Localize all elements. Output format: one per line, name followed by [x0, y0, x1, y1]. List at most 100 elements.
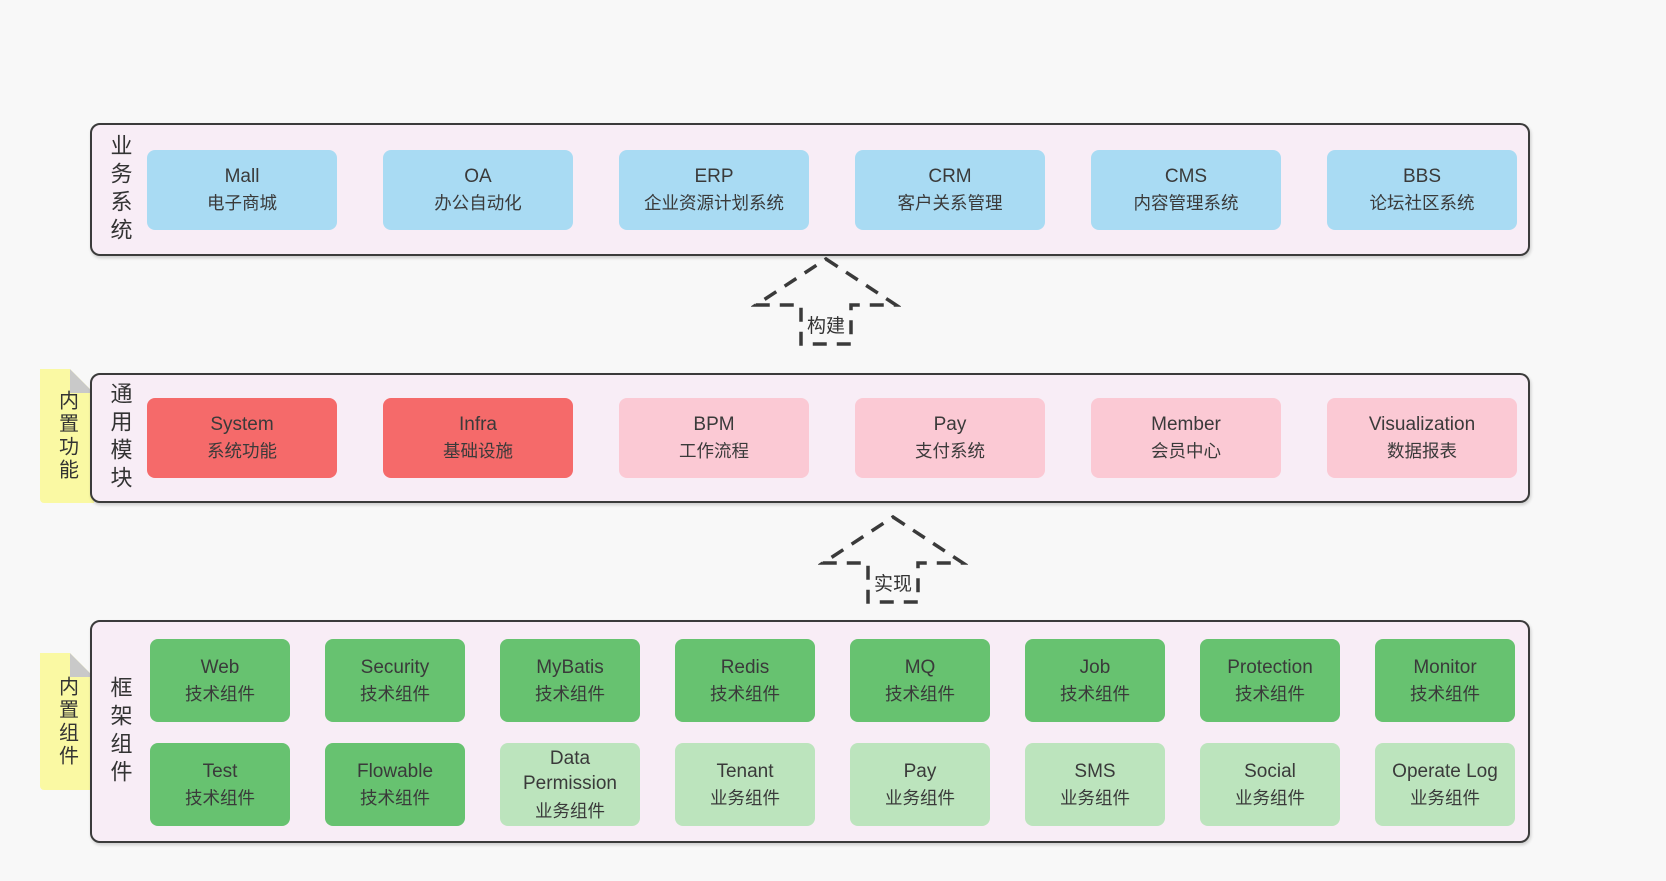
box-desc: 系统功能: [207, 441, 277, 462]
arrow-implement: 实现: [818, 513, 968, 605]
box-desc: 支付系统: [915, 441, 985, 462]
components-row-1: Web 技术组件 Security 技术组件 MyBatis 技术组件 Redi…: [150, 639, 1515, 722]
box-name: Member: [1151, 414, 1221, 436]
box-name: Pay: [933, 414, 967, 436]
box-desc: 业务组件: [535, 800, 605, 821]
component-box-protection: Protection 技术组件: [1200, 639, 1340, 722]
layer-side-label: 通用模块: [107, 382, 133, 494]
box-desc: 技术组件: [360, 683, 430, 704]
box-name: Monitor: [1413, 656, 1477, 678]
components-boxes-grid: Web 技术组件 Security 技术组件 MyBatis 技术组件 Redi…: [150, 639, 1515, 826]
box-desc: 基础设施: [443, 441, 513, 462]
box-name: Test: [202, 760, 238, 782]
up-arrow-icon: [751, 256, 901, 346]
box-name: Pay: [903, 760, 937, 782]
box-name: MQ: [904, 656, 936, 678]
box-desc: 内容管理系统: [1133, 192, 1239, 213]
component-box-web: Web 技术组件: [150, 639, 290, 722]
arrow-build: 构建: [751, 255, 901, 347]
box-desc: 会员中心: [1151, 441, 1221, 462]
arrow-label: 构建: [803, 311, 849, 338]
box-desc: 业务组件: [1060, 787, 1130, 808]
box-name: CRM: [928, 165, 972, 187]
module-box-member: Member 会员中心: [1091, 398, 1281, 478]
box-desc: 技术组件: [710, 683, 780, 704]
box-name: Protection: [1227, 656, 1313, 678]
box-desc: 技术组件: [885, 683, 955, 704]
component-box-data-permission: Data Permission 业务组件: [500, 743, 640, 826]
box-name: ERP: [694, 165, 734, 187]
box-desc: 业务组件: [710, 787, 780, 808]
component-box-sms: SMS 业务组件: [1025, 743, 1165, 826]
box-desc: 技术组件: [185, 787, 255, 808]
sticky-tag-label: 内置组件: [55, 675, 78, 768]
box-name: BPM: [693, 414, 735, 436]
box-name: Data Permission: [523, 748, 617, 795]
box-name: Mall: [224, 165, 260, 187]
component-box-security: Security 技术组件: [325, 639, 465, 722]
system-box-cms: CMS 内容管理系统: [1091, 149, 1281, 230]
sticky-tag-builtin-features: 内置功能: [40, 369, 94, 503]
box-desc: 企业资源计划系统: [644, 192, 784, 213]
system-box-erp: ERP 企业资源计划系统: [619, 149, 809, 230]
layer-side-label: 业务系统: [107, 133, 133, 246]
component-box-tenant: Tenant 业务组件: [675, 743, 815, 826]
box-name: Social: [1244, 760, 1296, 782]
business-boxes-row: Mall 电子商城 OA 办公自动化 ERP 企业资源计划系统 CRM 客户关系…: [147, 125, 1517, 254]
box-name: MyBatis: [536, 656, 604, 678]
layer-common-modules: 通用模块 System 系统功能 Infra 基础设施 BPM 工作流程 Pay…: [90, 373, 1530, 503]
box-desc: 业务组件: [1410, 787, 1480, 808]
component-box-mq: MQ 技术组件: [850, 639, 990, 722]
component-box-test: Test 技术组件: [150, 743, 290, 826]
box-name: Flowable: [356, 760, 434, 782]
module-box-pay: Pay 支付系统: [855, 398, 1045, 478]
box-name: Security: [360, 656, 430, 678]
modules-boxes-row: System 系统功能 Infra 基础设施 BPM 工作流程 Pay 支付系统…: [147, 375, 1517, 501]
component-box-flowable: Flowable 技术组件: [325, 743, 465, 826]
box-desc: 技术组件: [360, 787, 430, 808]
system-box-crm: CRM 客户关系管理: [855, 149, 1045, 230]
box-name: OA: [464, 165, 492, 187]
box-name: SMS: [1074, 760, 1116, 782]
box-name: Visualization: [1368, 414, 1476, 436]
arrow-label: 实现: [870, 569, 916, 596]
system-box-oa: OA 办公自动化: [383, 149, 573, 230]
component-box-social: Social 业务组件: [1200, 743, 1340, 826]
box-desc: 业务组件: [1235, 787, 1305, 808]
box-desc: 数据报表: [1387, 441, 1457, 462]
box-name: Redis: [720, 656, 770, 678]
box-desc: 技术组件: [1235, 683, 1305, 704]
sticky-tag-label: 内置功能: [55, 390, 78, 482]
box-desc: 业务组件: [885, 787, 955, 808]
component-box-operate-log: Operate Log 业务组件: [1375, 743, 1515, 826]
component-box-monitor: Monitor 技术组件: [1375, 639, 1515, 722]
system-box-bbs: BBS 论坛社区系统: [1327, 149, 1517, 230]
box-desc: 技术组件: [1060, 683, 1130, 704]
module-box-bpm: BPM 工作流程: [619, 398, 809, 478]
box-desc: 工作流程: [679, 441, 749, 462]
component-box-job: Job 技术组件: [1025, 639, 1165, 722]
box-desc: 技术组件: [1410, 683, 1480, 704]
box-name: Job: [1079, 656, 1111, 678]
box-name: CMS: [1164, 165, 1208, 187]
components-row-2: Test 技术组件 Flowable 技术组件 Data Permission …: [150, 743, 1515, 826]
module-box-system: System 系统功能: [147, 398, 337, 478]
sticky-tag-builtin-components: 内置组件: [40, 653, 94, 790]
box-name: System: [210, 414, 274, 436]
component-box-redis: Redis 技术组件: [675, 639, 815, 722]
box-desc: 技术组件: [535, 683, 605, 704]
box-name: BBS: [1402, 165, 1442, 187]
layer-framework-components: 框架组件 Web 技术组件 Security 技术组件 MyBatis 技术组件…: [90, 620, 1530, 843]
box-desc: 办公自动化: [434, 192, 522, 213]
box-desc: 论坛社区系统: [1369, 192, 1475, 213]
layer-business-systems: 业务系统 Mall 电子商城 OA 办公自动化 ERP 企业资源计划系统 CRM…: [90, 123, 1530, 256]
box-desc: 客户关系管理: [897, 192, 1003, 213]
box-name: Operate Log: [1392, 760, 1498, 782]
component-box-pay: Pay 业务组件: [850, 743, 990, 826]
component-box-mybatis: MyBatis 技术组件: [500, 639, 640, 722]
box-name: Tenant: [716, 760, 774, 782]
box-name: Web: [200, 656, 240, 678]
module-box-visualization: Visualization 数据报表: [1327, 398, 1517, 478]
box-desc: 电子商城: [207, 192, 277, 213]
